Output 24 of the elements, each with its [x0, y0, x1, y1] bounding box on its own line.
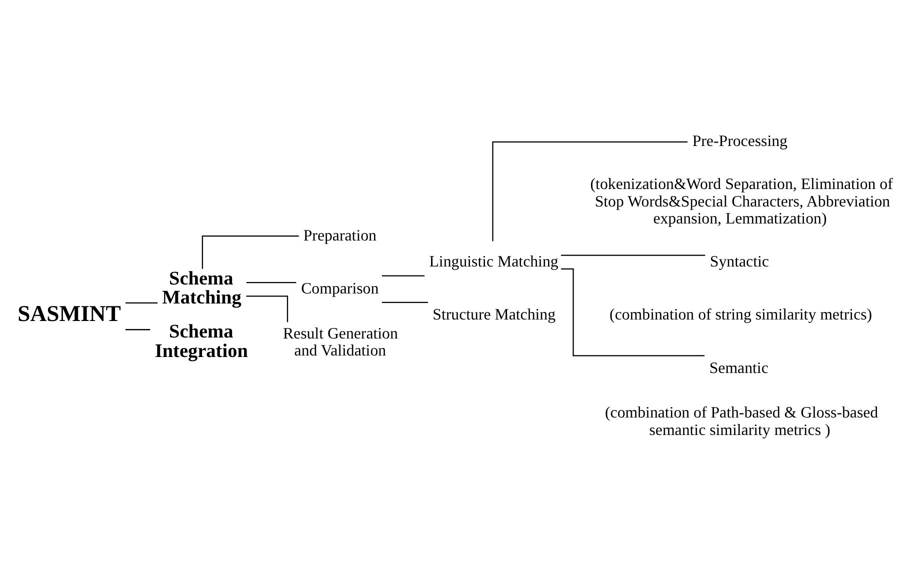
connector: [382, 302, 428, 303]
connector: [560, 254, 706, 256]
node-text: Semantic: [709, 360, 768, 377]
connector: [125, 302, 158, 304]
connector: [492, 141, 688, 242]
connector: [246, 296, 288, 322]
node-text: SASMINT: [18, 301, 121, 326]
connector: [125, 329, 150, 330]
node-text: Structure Matching: [432, 306, 556, 324]
connector: [382, 275, 425, 276]
node-text: Linguistic Matching: [429, 253, 558, 270]
node-label: (tokenization&Word Separation, Elimination of Stop Words&Special Characters, Abbreviation expansion, Lemmatization): [590, 176, 893, 228]
node-text: Syntactic: [710, 253, 769, 270]
node-text: Schema Matching: [162, 268, 242, 309]
node-text: Comparison: [301, 280, 379, 298]
node-text: Result Generation and Validation: [282, 325, 398, 360]
connector: [202, 236, 299, 269]
connector: [561, 268, 705, 356]
node-text: Pre-Processing: [692, 133, 788, 150]
node-label: (combination of Path-based & Gloss-based semantic similarity metrics ): [605, 404, 878, 439]
node-text: Preparation: [303, 227, 376, 244]
node-label: (combination of string similarity metrics): [610, 306, 872, 324]
connector: [246, 282, 296, 284]
node-text: Schema Integration: [154, 322, 248, 362]
